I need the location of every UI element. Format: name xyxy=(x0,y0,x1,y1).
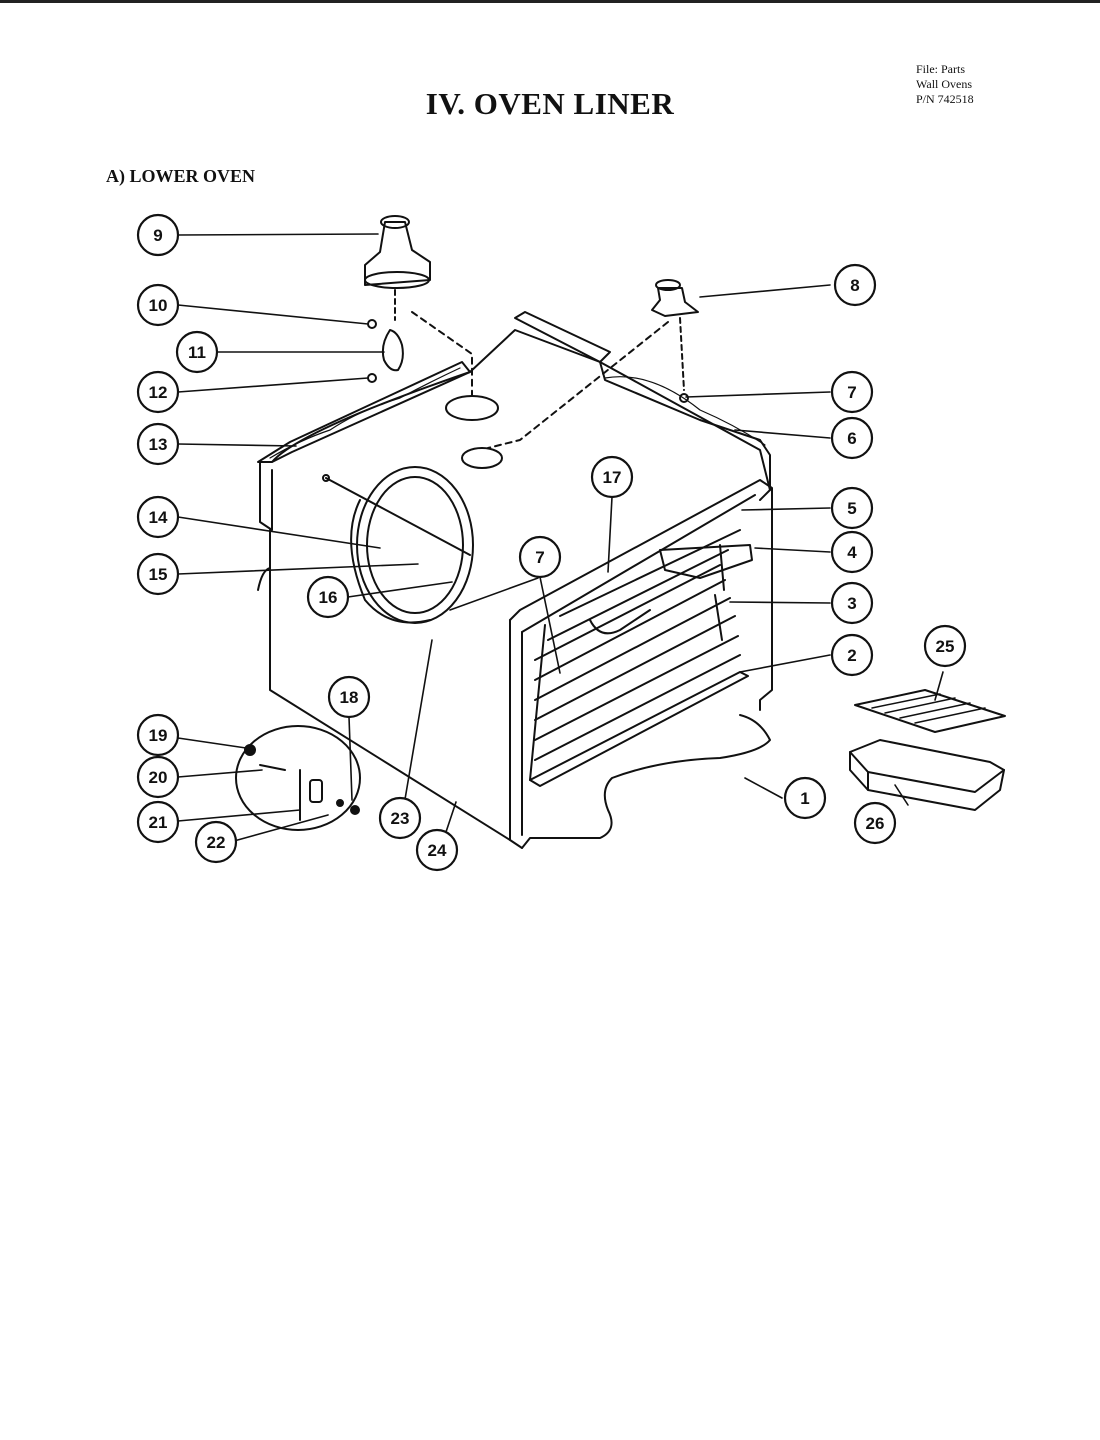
callout-7-inner: 7 xyxy=(518,535,562,579)
svg-text:13: 13 xyxy=(149,435,168,454)
file-info: File: Parts Wall Ovens P/N 742518 xyxy=(916,62,974,107)
file-info-line: File: Parts xyxy=(916,62,966,76)
oven-rack xyxy=(529,671,749,787)
callout-23: 23 xyxy=(378,796,422,840)
svg-text:2: 2 xyxy=(847,646,856,665)
callout-4: 4 xyxy=(830,530,874,574)
svg-text:12: 12 xyxy=(149,383,168,402)
callout-labels: 1 2 3 4 5 6 7 8 9 10 11 12 13 14 15 16 1… xyxy=(136,213,967,872)
svg-text:19: 19 xyxy=(149,726,168,745)
svg-text:5: 5 xyxy=(847,499,856,518)
callout-6: 6 xyxy=(830,416,874,460)
page-title: IV. OVEN LINER xyxy=(425,86,675,121)
latch-detail-circle xyxy=(235,725,361,831)
svg-text:6: 6 xyxy=(847,429,856,448)
callout-13: 13 xyxy=(136,422,180,466)
svg-text:17: 17 xyxy=(603,468,622,487)
callout-1: 1 xyxy=(783,776,827,820)
convection-fan-opening xyxy=(356,466,474,624)
svg-text:16: 16 xyxy=(319,588,338,607)
callout-8: 8 xyxy=(833,263,877,307)
callout-7: 7 xyxy=(830,370,874,414)
liner-front-frame xyxy=(509,479,773,711)
broiler-grid xyxy=(854,689,1006,733)
light-housing xyxy=(364,221,431,286)
top-hole-right xyxy=(461,447,503,469)
svg-text:22: 22 xyxy=(207,833,226,852)
callout-19: 19 xyxy=(136,713,180,757)
callout-16: 16 xyxy=(306,575,350,619)
svg-text:25: 25 xyxy=(936,637,955,656)
svg-text:26: 26 xyxy=(866,814,885,833)
light-bulb xyxy=(381,329,404,372)
callout-22: 22 xyxy=(194,820,238,864)
svg-text:18: 18 xyxy=(340,688,359,707)
svg-text:3: 3 xyxy=(847,594,856,613)
section-heading: A) LOWER OVEN xyxy=(106,166,256,186)
callout-25: 25 xyxy=(923,624,967,668)
svg-text:4: 4 xyxy=(847,543,857,562)
callout-12: 12 xyxy=(136,370,180,414)
callout-26: 26 xyxy=(853,801,897,845)
svg-text:20: 20 xyxy=(149,768,168,787)
rack-support xyxy=(659,544,753,579)
callout-10: 10 xyxy=(136,283,180,327)
svg-text:11: 11 xyxy=(188,343,206,362)
callout-24: 24 xyxy=(415,828,459,872)
callout-21: 21 xyxy=(136,800,180,844)
svg-text:7: 7 xyxy=(847,383,856,402)
callout-9: 9 xyxy=(136,213,180,257)
top-trim-right xyxy=(514,311,611,363)
callout-5: 5 xyxy=(830,486,874,530)
svg-text:23: 23 xyxy=(391,809,410,828)
svg-text:14: 14 xyxy=(149,508,168,527)
callout-14: 14 xyxy=(136,495,180,539)
svg-text:8: 8 xyxy=(850,276,859,295)
svg-text:9: 9 xyxy=(153,226,162,245)
callout-15: 15 xyxy=(136,552,180,596)
top-hole-left xyxy=(445,395,499,421)
callout-18: 18 xyxy=(327,675,371,719)
callout-17: 17 xyxy=(590,455,634,499)
callout-11: 11 xyxy=(175,330,219,374)
svg-text:1: 1 xyxy=(800,789,809,808)
top-border xyxy=(0,0,1100,3)
liner-top-outline xyxy=(271,329,771,491)
svg-text:10: 10 xyxy=(149,296,168,315)
svg-text:15: 15 xyxy=(149,565,168,584)
callout-20: 20 xyxy=(136,755,180,799)
svg-text:24: 24 xyxy=(428,841,447,860)
broiler-pan xyxy=(849,739,1005,793)
svg-text:7: 7 xyxy=(535,548,544,567)
callout-2: 2 xyxy=(830,633,874,677)
file-info-line: P/N 742518 xyxy=(916,92,974,106)
oven-vent xyxy=(651,287,699,317)
callout-3: 3 xyxy=(830,581,874,625)
file-info-line: Wall Ovens xyxy=(916,77,973,91)
svg-text:21: 21 xyxy=(149,813,168,832)
liner-left-side xyxy=(269,529,511,841)
